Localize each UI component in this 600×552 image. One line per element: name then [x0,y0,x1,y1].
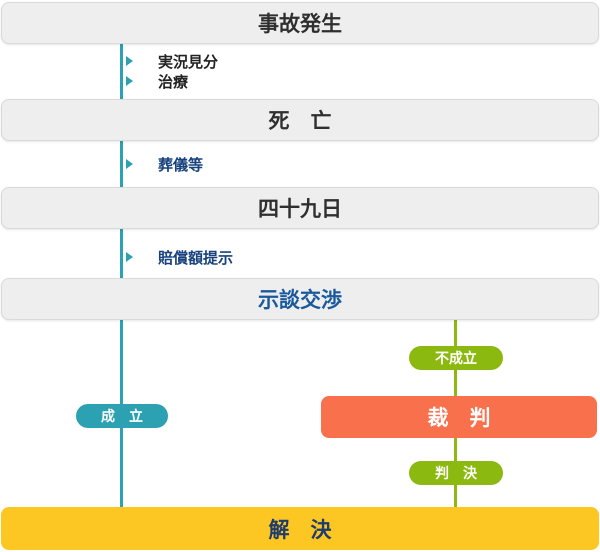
stage-settlement-negotiation: 示談交渉 [1,278,599,320]
badge-settled-label: 成 立 [101,409,143,425]
timeline-connector-3 [120,228,123,279]
timeline-connector-2 [120,141,123,188]
badge-judgment: 判 決 [409,461,503,485]
stage-death: 死 亡 [1,99,599,141]
stage-forty-ninth-day: 四十九日 [1,187,599,229]
event-funeral: 葬儀等 [126,155,204,174]
event-treatment-label: 治療 [158,72,189,91]
event-scene-investigation-label: 実況見分 [158,52,219,71]
stage-settlement-negotiation-label: 示談交渉 [258,288,342,312]
event-compensation-offer-label: 賠償額提示 [158,248,234,267]
event-compensation-offer: 賠償額提示 [126,248,234,267]
timeline-connector-1 [120,43,123,100]
arrow-right-icon [126,76,133,86]
event-funeral-label: 葬儀等 [158,155,204,174]
badge-not-settled-label: 不成立 [435,351,477,367]
stage-death-label: 死 亡 [268,109,332,133]
badge-settled: 成 立 [76,404,168,428]
stage-trial-label: 裁 判 [427,406,491,430]
arrow-right-icon [126,252,133,262]
stage-resolution: 解 決 [1,507,599,550]
badge-not-settled: 不成立 [409,346,503,370]
stage-resolution-label: 解 決 [268,517,332,542]
arrow-right-icon [126,56,133,66]
arrow-right-icon [126,159,133,169]
stage-accident-label: 事故発生 [258,12,342,36]
stage-accident: 事故発生 [1,2,599,44]
stage-forty-ninth-day-label: 四十九日 [258,197,342,221]
event-scene-investigation: 実況見分 [126,52,219,71]
event-treatment: 治療 [126,72,189,91]
stage-trial: 裁 判 [321,396,597,438]
badge-judgment-label: 判 決 [435,466,477,482]
